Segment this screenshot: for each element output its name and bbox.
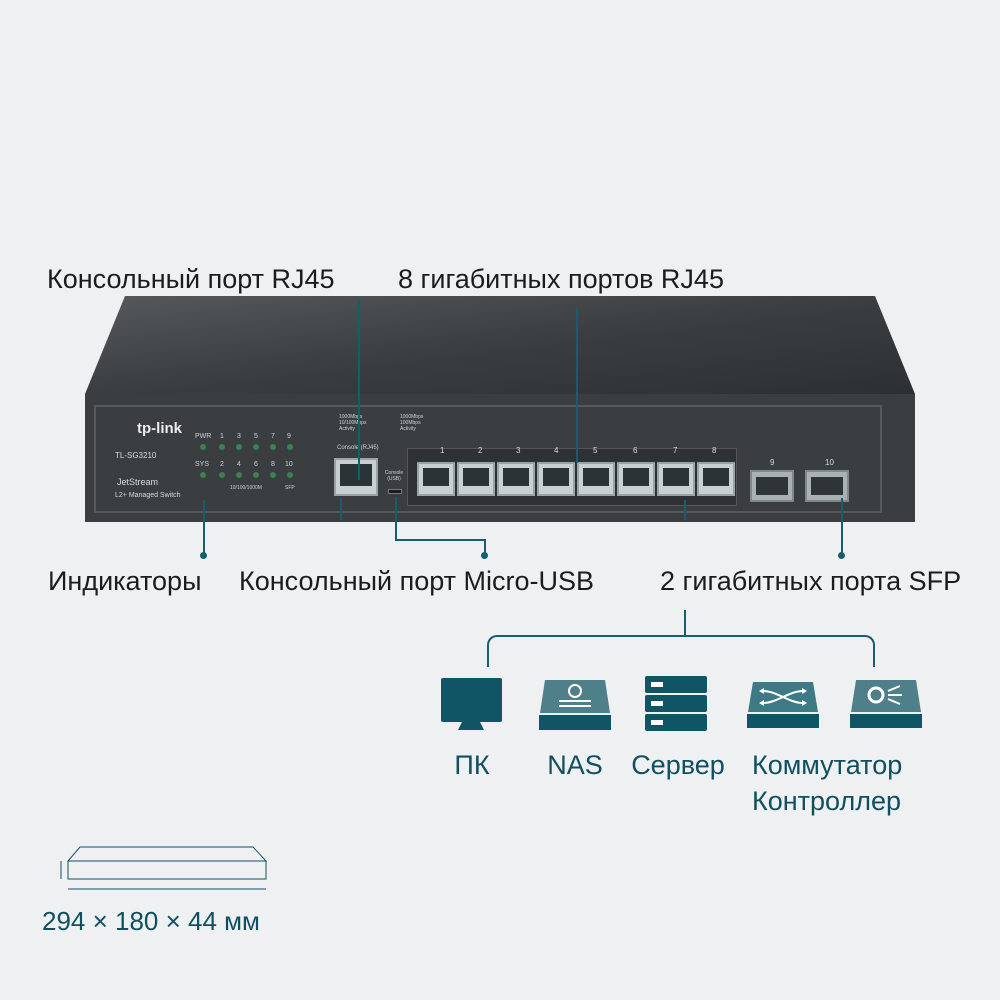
led-number: 3 <box>237 433 241 440</box>
port-number: 5 <box>593 446 598 455</box>
led-number: 2 <box>220 461 224 468</box>
sys-label: SYS <box>195 461 210 468</box>
device-label-controller: Контроллер <box>752 786 902 816</box>
nas-icon <box>539 680 611 730</box>
callout-line <box>484 539 486 555</box>
port-led <box>219 444 225 450</box>
rj45-port[interactable] <box>697 462 735 496</box>
dimension-box-icon <box>60 846 268 890</box>
pwr-label: PWR <box>195 433 212 440</box>
controller-icon <box>850 680 922 728</box>
callout-dot <box>200 552 207 559</box>
model-name: TL-SG3210 <box>115 451 157 460</box>
device-label-nas: NAS <box>547 750 603 780</box>
rj45-port[interactable] <box>617 462 655 496</box>
sys-led <box>200 472 206 478</box>
port-led <box>253 472 259 478</box>
port-number: 8 <box>712 446 717 455</box>
callout-line <box>203 500 205 555</box>
port-led <box>270 444 276 450</box>
switch-device: tp-link TL-SG3210 JetStream L2+ Managed … <box>85 296 915 522</box>
console-usb-label: Console (USB) <box>384 470 404 482</box>
callout-gigabit-rj45: 8 гигабитных портов RJ45 <box>398 264 724 294</box>
led-number: 5 <box>254 433 258 440</box>
callout-line <box>684 500 686 520</box>
port-number: 4 <box>554 446 559 455</box>
series-name: JetStream <box>117 477 159 487</box>
port-number: 2 <box>478 446 483 455</box>
led-number: 10 <box>285 461 293 468</box>
sfp-port[interactable] <box>750 470 794 502</box>
callout-console-usb: Консольный порт Micro-USB <box>239 566 595 596</box>
sfp-led-label: SFP <box>285 485 295 491</box>
callout-sfp: 2 гигабитных порта SFP <box>660 566 962 596</box>
port-led <box>236 472 242 478</box>
callout-indicators: Индикаторы <box>48 566 202 596</box>
callout-console-rj45: Консольный порт RJ45 <box>47 264 335 294</box>
device-label-switch: Коммутатор <box>752 750 903 780</box>
pwr-led <box>200 444 206 450</box>
console-rj45-port[interactable] <box>334 458 378 496</box>
port-number: 3 <box>516 446 521 455</box>
brand-logo: tp-link <box>137 420 182 437</box>
callout-line <box>358 300 360 480</box>
port-number: 6 <box>633 446 638 455</box>
rj45-port[interactable] <box>577 462 615 496</box>
console-rj45-label: Console (RJ45) <box>337 445 379 451</box>
callout-line <box>841 498 843 554</box>
switch-icon <box>747 682 819 728</box>
connection-line <box>684 610 686 636</box>
device-label-server: Сервер <box>631 750 725 780</box>
pc-icon <box>441 678 502 730</box>
sfp-port[interactable] <box>805 470 849 502</box>
led-number: 6 <box>254 461 258 468</box>
connection-tree <box>487 635 875 667</box>
callout-dot <box>838 552 845 559</box>
led-number: 1 <box>220 433 224 440</box>
led-number: 7 <box>271 433 275 440</box>
port-led <box>287 472 293 478</box>
sfp-number: 10 <box>825 458 834 467</box>
port-number: 7 <box>673 446 678 455</box>
server-icon <box>645 676 707 731</box>
rj45-port[interactable] <box>537 462 575 496</box>
callout-line <box>395 539 485 541</box>
led-number: 4 <box>237 461 241 468</box>
rj45-port[interactable] <box>417 462 455 496</box>
sfp-number: 9 <box>770 458 775 467</box>
port-led <box>219 472 225 478</box>
led-number: 9 <box>287 433 291 440</box>
speed-label: 10/100/1000M <box>230 485 262 491</box>
subtitle: L2+ Managed Switch <box>115 492 181 499</box>
port-led <box>287 444 293 450</box>
port-led <box>270 472 276 478</box>
led-number: 8 <box>271 461 275 468</box>
rj45-port[interactable] <box>457 462 495 496</box>
port-led <box>236 444 242 450</box>
callout-dot <box>481 552 488 559</box>
callout-line <box>395 497 397 540</box>
port-led <box>253 444 259 450</box>
callout-line <box>576 308 578 463</box>
micro-usb-port[interactable] <box>388 489 402 494</box>
dimensions-text: 294 × 180 × 44 мм <box>42 906 260 936</box>
callout-line <box>340 498 342 520</box>
device-label-pc: ПК <box>454 750 490 780</box>
rj45-port[interactable] <box>497 462 535 496</box>
rj45-port[interactable] <box>657 462 695 496</box>
port-number: 1 <box>440 446 445 455</box>
